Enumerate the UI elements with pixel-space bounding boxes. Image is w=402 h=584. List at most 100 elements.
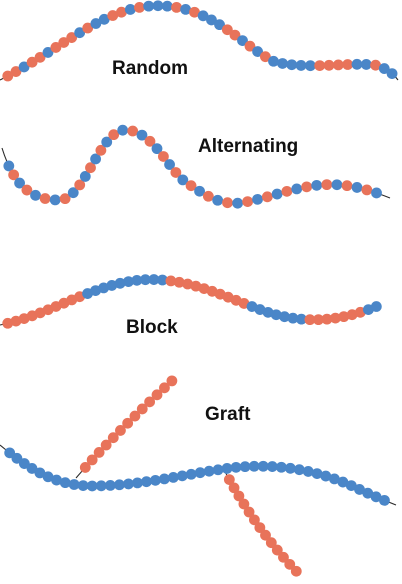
- alternating-bead-blue: [212, 194, 224, 206]
- random-bead-red: [58, 37, 70, 48]
- random-bead-blue: [277, 58, 288, 69]
- block-bead-red: [313, 314, 324, 326]
- graft-branch-1-bead-red: [93, 447, 105, 458]
- random-bead-red: [259, 51, 271, 63]
- random-bead-red: [50, 42, 62, 53]
- graft-branch-2-bead-red: [223, 474, 235, 486]
- graft-bead-blue: [51, 474, 62, 486]
- alternating-bead-blue: [136, 129, 148, 141]
- graft-bead-blue: [194, 467, 206, 479]
- random-bead-blue: [124, 4, 136, 15]
- graft-branch-1-bead-red: [144, 396, 156, 408]
- graft-branch-1-bead-red: [86, 454, 98, 466]
- random-bead-red: [116, 6, 127, 18]
- random-bead-red: [244, 40, 256, 52]
- chain-alternating: Alternating: [1, 124, 391, 209]
- alternating-bead-red: [261, 191, 273, 203]
- random-bead-red: [66, 32, 78, 43]
- graft-bead-blue: [123, 478, 134, 490]
- graft-bead-blue: [104, 480, 116, 491]
- alternating-bead-red: [108, 129, 120, 141]
- graft-branch-2-bead-red: [238, 498, 250, 510]
- alternating-bead-blue: [291, 183, 303, 195]
- random-bead-blue: [152, 0, 164, 12]
- graft-branch-2-bead-red: [278, 551, 289, 563]
- graft-branch-1-bead-red: [151, 389, 163, 401]
- graft-bead-blue: [239, 461, 251, 473]
- random-bead-red: [332, 59, 344, 71]
- graft-bead-blue: [95, 480, 107, 492]
- alternating-bead-red: [8, 169, 20, 181]
- alternating-bead-blue: [252, 193, 263, 205]
- alternating-bead-red: [281, 185, 293, 197]
- graft-bead-blue: [275, 461, 287, 473]
- block-bead-blue: [98, 282, 110, 294]
- graft-bead-blue: [221, 463, 233, 474]
- graft-branch-2-bead-red: [233, 490, 245, 502]
- random-bead-blue: [386, 68, 398, 80]
- random-bead-blue: [197, 10, 209, 22]
- block-bead-red: [321, 313, 333, 325]
- chain-block: Block: [0, 274, 382, 338]
- graft-branch-2-bead-red: [243, 506, 255, 518]
- alternating-bead-blue: [67, 187, 79, 199]
- bead-group-alternating: [3, 124, 382, 209]
- graft-bead-blue: [266, 461, 278, 472]
- graft-bead-blue: [203, 465, 215, 477]
- graft-bead-blue: [379, 494, 390, 506]
- chain-graft: Graft: [0, 375, 397, 577]
- graft-bead-blue: [345, 480, 357, 491]
- graft-branch-1-bead-red: [115, 425, 126, 436]
- alternating-bead-blue: [151, 143, 163, 155]
- graft-bead-blue: [212, 464, 224, 476]
- graft-branch-2-bead-red: [228, 482, 240, 494]
- random-bead-blue: [295, 60, 307, 71]
- alternating-bead-red: [222, 197, 233, 209]
- graft-branch-2-bead-red: [260, 529, 271, 541]
- alternating-bead-red: [127, 125, 139, 137]
- random-bead-red: [342, 59, 354, 70]
- random-bead-blue: [98, 13, 110, 25]
- block-bead-blue: [114, 277, 126, 289]
- bead-group-block: [2, 274, 382, 329]
- block-bead-blue: [139, 274, 151, 286]
- random-bead-blue: [74, 27, 86, 39]
- graft-bead-blue: [302, 466, 314, 477]
- random-bead-blue: [214, 19, 225, 31]
- graft-bead-blue: [26, 463, 38, 474]
- graft-bead-blue: [284, 462, 296, 474]
- graft-branch-1-bead-red: [159, 382, 170, 394]
- block-bead-red: [2, 317, 14, 329]
- random-bead-red: [107, 10, 119, 21]
- bead-group-random: [2, 0, 398, 82]
- random-bead-blue: [304, 60, 316, 72]
- random-bead-red: [314, 60, 326, 71]
- random-bead-red: [26, 56, 38, 68]
- graft-bead-blue: [293, 464, 305, 476]
- alternating-bead-blue: [164, 159, 175, 170]
- alternating-bead-blue: [271, 188, 283, 200]
- alternating-bead-red: [321, 179, 333, 191]
- graft-bead-blue: [320, 470, 332, 482]
- alternating-bead-blue: [311, 179, 323, 191]
- block-bead-blue: [123, 276, 134, 288]
- random-bead-blue: [286, 59, 298, 71]
- alternating-bead-red: [39, 193, 51, 204]
- alternating-bead-blue: [194, 185, 205, 197]
- graft-bead-blue: [68, 479, 80, 490]
- alternating-bead-red: [74, 179, 86, 191]
- block-bead-blue: [262, 306, 274, 318]
- alternating-bead-blue: [79, 171, 91, 182]
- alternating-bead-red: [85, 162, 96, 174]
- block-bead-red: [173, 276, 185, 288]
- graft-branch-1-bead-red: [166, 375, 178, 387]
- graft-branch-2-bead-red: [284, 558, 296, 570]
- alternating-bead-red: [144, 135, 156, 147]
- random-bead-blue: [42, 47, 54, 58]
- alternating-bead-red: [361, 184, 373, 196]
- random-bead-red: [221, 24, 233, 36]
- graft-branch-2-bead-red: [271, 544, 283, 556]
- graft-bead-blue: [370, 491, 382, 503]
- graft-bead-blue: [141, 476, 152, 488]
- alternating-bead-blue: [331, 179, 343, 191]
